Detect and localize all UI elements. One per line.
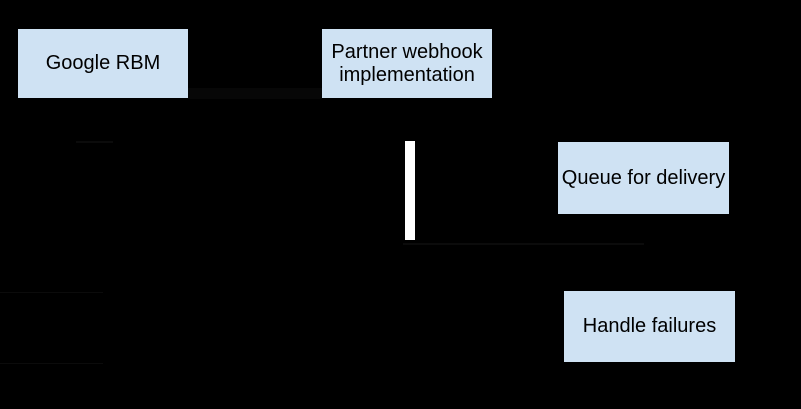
faint-arrow-trace-top xyxy=(188,88,322,99)
node-partner-webhook-implementation: Partner webhook implementation xyxy=(322,29,492,98)
faint-arrow-trace-bottom-left-1 xyxy=(0,292,103,293)
node-google-rbm-label: Google RBM xyxy=(45,52,161,74)
node-handle-failures-label: Handle failures xyxy=(582,315,717,337)
lifeline-activation-bar xyxy=(405,141,415,240)
node-handle-failures: Handle failures xyxy=(564,291,735,362)
node-queue-for-delivery-label: Queue for delivery xyxy=(561,166,726,189)
faint-arrow-trace-bottom-left-2 xyxy=(0,363,103,364)
node-google-rbm: Google RBM xyxy=(18,29,188,98)
faint-arrow-trace-middle-left xyxy=(76,141,113,143)
node-queue-for-delivery: Queue for delivery xyxy=(558,142,729,214)
faint-arrow-trace-bar-output xyxy=(403,243,644,245)
node-partner-webhook-label: Partner webhook implementation xyxy=(331,40,483,86)
